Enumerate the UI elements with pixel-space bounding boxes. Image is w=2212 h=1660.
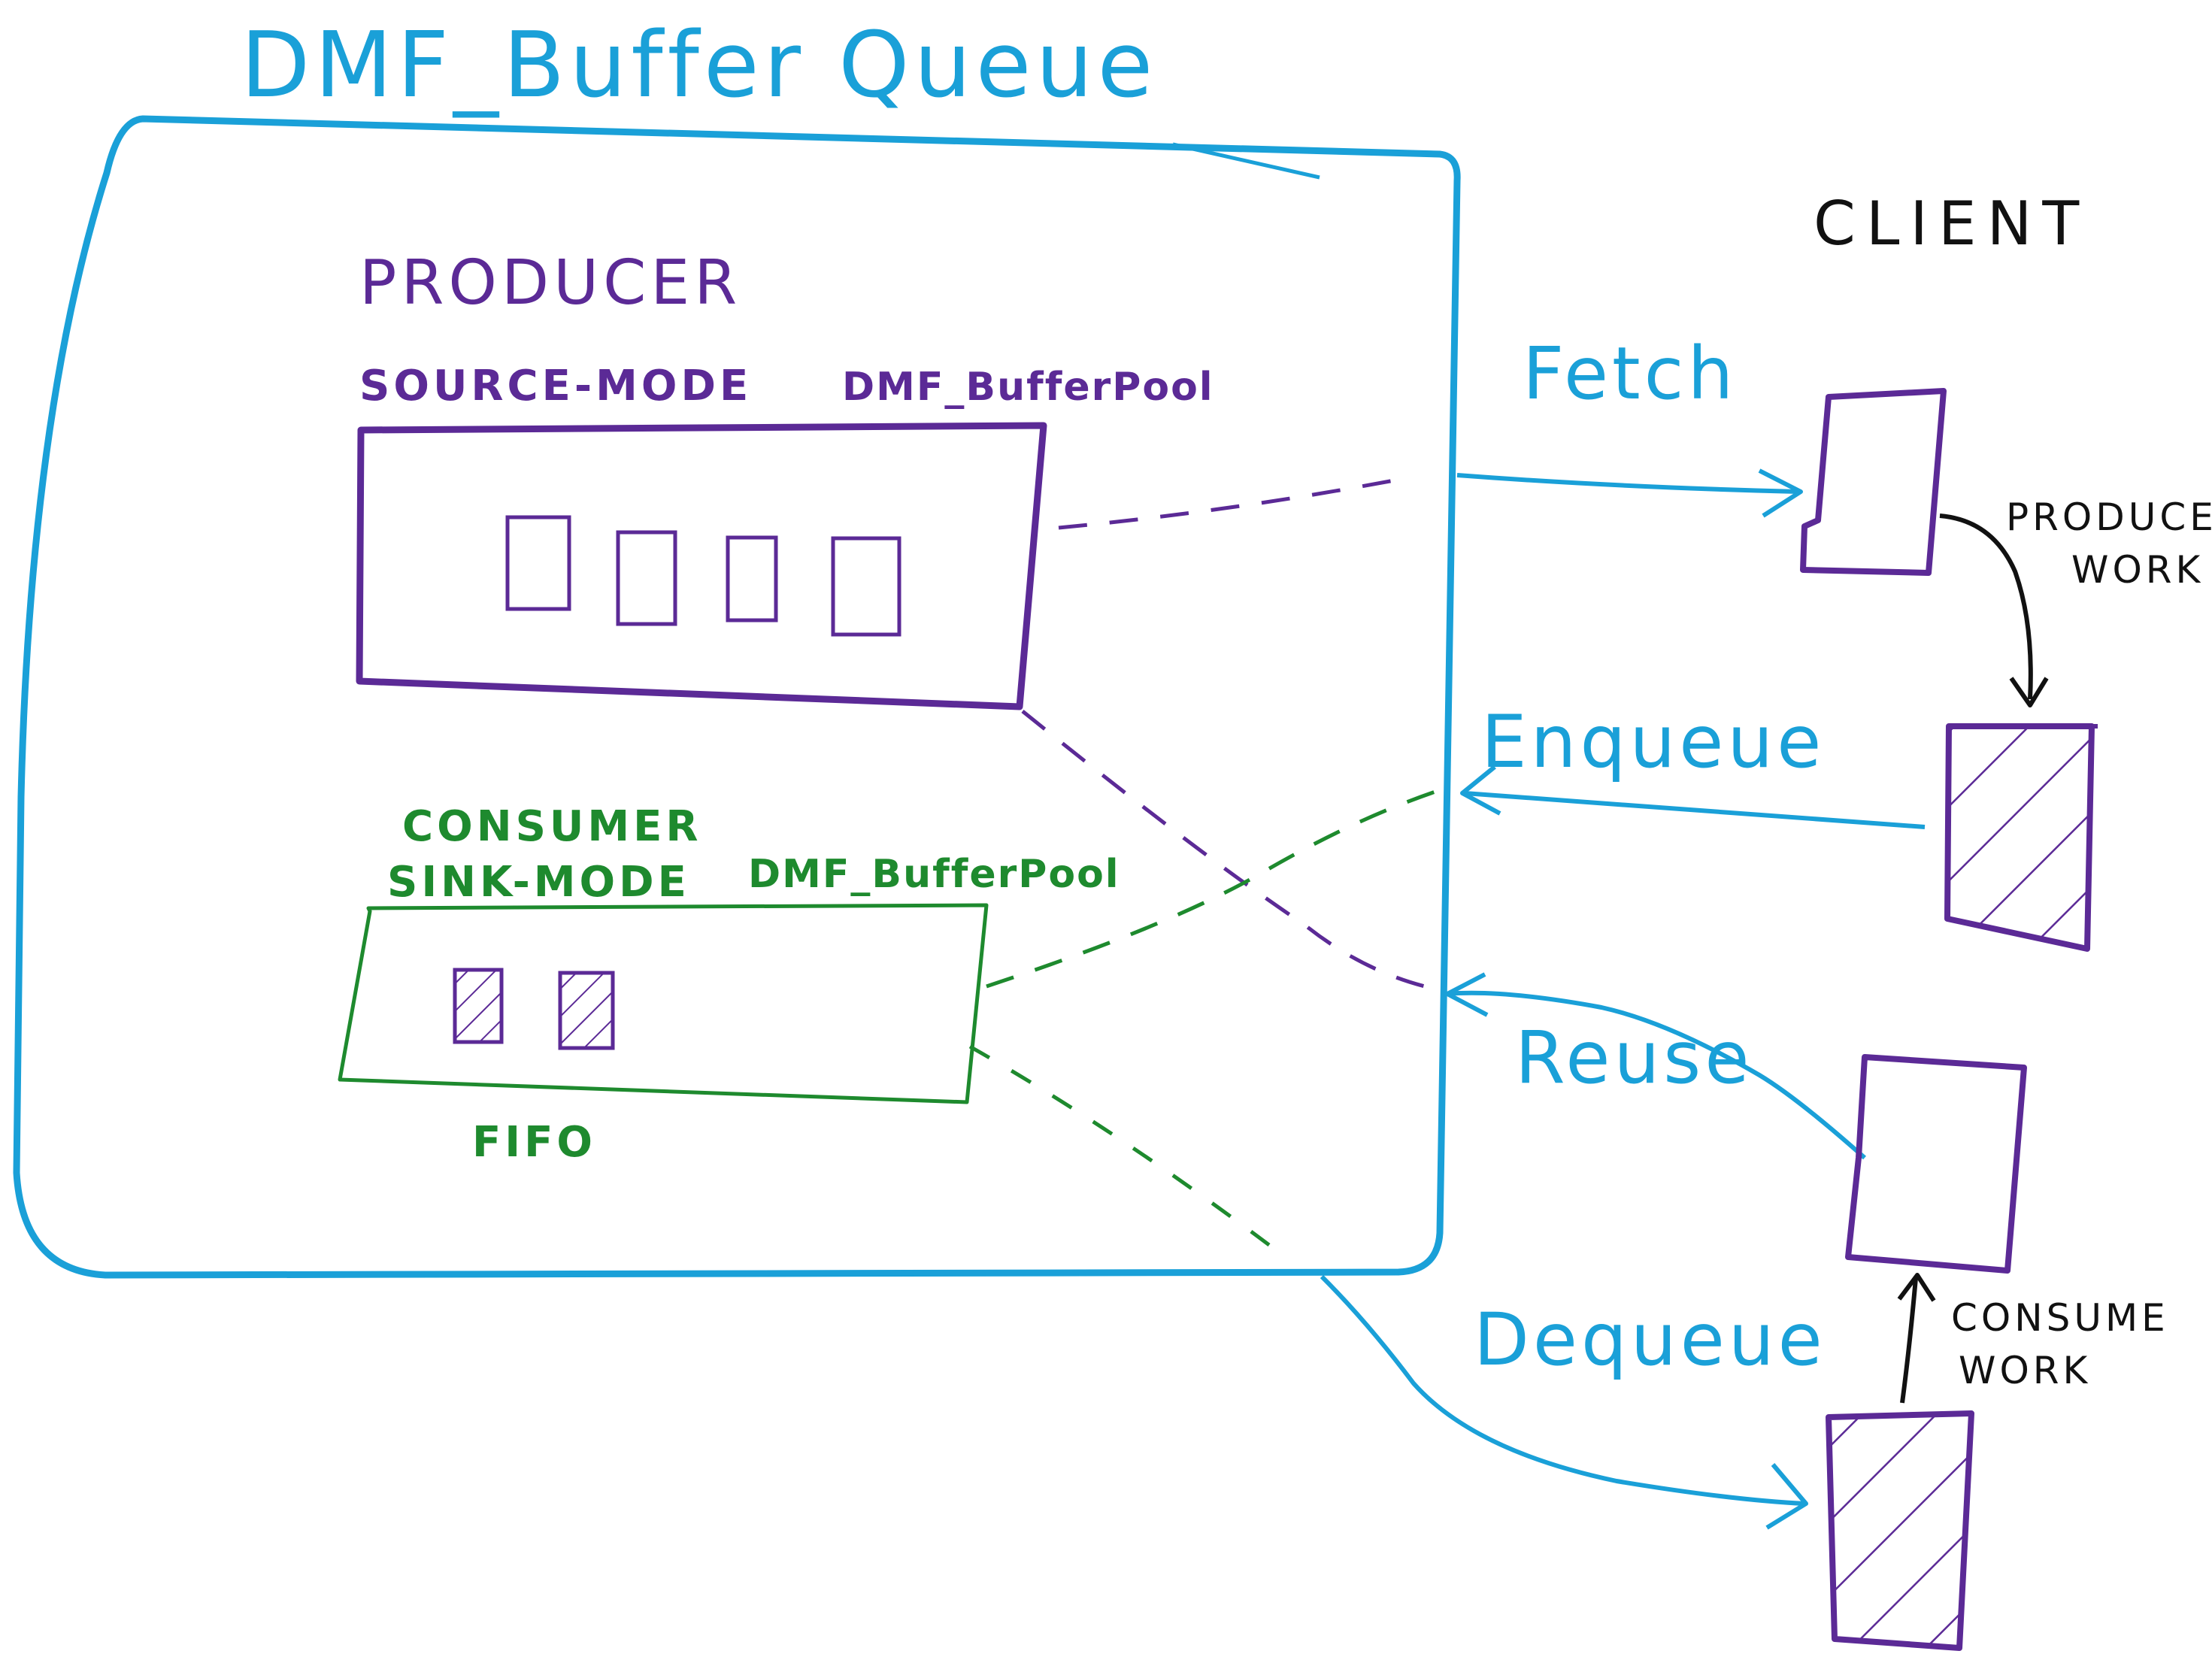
producer-pool-label: DMF_BufferPool bbox=[842, 365, 1214, 410]
produce-work-arrow bbox=[1939, 513, 2033, 700]
client-produced-buffer bbox=[1944, 723, 2095, 952]
producer-label: PRODUCER bbox=[359, 247, 741, 319]
enqueue-label: Enqueue bbox=[1481, 700, 1825, 784]
consumer-pool-label: DMF_BufferPool bbox=[748, 852, 1120, 897]
fetch-label: Fetch bbox=[1523, 332, 1737, 416]
reuse-arrow bbox=[1447, 990, 1866, 1160]
consume-work-arrowhead bbox=[1897, 1273, 1936, 1302]
consumer-label: CONSUMER bbox=[402, 802, 701, 851]
dequeue-arrowhead bbox=[1765, 1463, 1808, 1530]
enqueue-arrow bbox=[1464, 791, 1926, 829]
produce-work-label-line1: PRODUCE bbox=[2006, 495, 2212, 539]
consumer-mode-label: SINK-MODE bbox=[387, 858, 690, 907]
diagram-title: DMF_Buffer Queue bbox=[241, 14, 1157, 118]
consume-work-arrow bbox=[1900, 1277, 1918, 1404]
consumer-buffer-1 bbox=[453, 968, 504, 1044]
client-fetched-buffer bbox=[1800, 388, 1947, 576]
buffer-queue-container bbox=[13, 115, 1461, 1279]
enqueue-arrowhead bbox=[1460, 765, 1501, 816]
producer-mode-label: SOURCE-MODE bbox=[359, 362, 752, 410]
reuse-arrowhead bbox=[1445, 972, 1489, 1017]
client-label: CLIENT bbox=[1814, 189, 2089, 259]
dequeue-label: Dequeue bbox=[1474, 1298, 1826, 1382]
fetch-arrowhead bbox=[1758, 468, 1803, 518]
reuse-dashed-link bbox=[1021, 710, 1426, 989]
producer-buffer-2 bbox=[616, 530, 677, 626]
fetch-dashed-link bbox=[1058, 476, 1407, 530]
producer-buffer-1 bbox=[505, 515, 571, 611]
client-dequeued-buffer bbox=[1826, 1410, 1974, 1651]
produce-work-arrowhead bbox=[2009, 677, 2049, 707]
client-reuse-buffer bbox=[1845, 1054, 2027, 1274]
consumer-order-label: FIFO bbox=[472, 1118, 596, 1167]
producer-buffer-4 bbox=[831, 536, 901, 637]
produce-work-label-line2: WORK bbox=[2071, 548, 2204, 592]
consumer-buffer-pool-box bbox=[338, 903, 989, 1104]
producer-buffer-pool-box bbox=[356, 422, 1047, 710]
fetch-arrow bbox=[1456, 473, 1799, 494]
dequeue-arrow bbox=[1320, 1274, 1805, 1506]
reuse-label: Reuse bbox=[1515, 1016, 1753, 1100]
consume-work-label-line1: CONSUME bbox=[1951, 1296, 2169, 1340]
consumer-buffer-2 bbox=[558, 971, 615, 1050]
consume-work-label-line2: WORK bbox=[1959, 1349, 2091, 1392]
dequeue-dashed-link bbox=[968, 1044, 1271, 1247]
enqueue-dashed-link bbox=[986, 789, 1438, 989]
producer-buffer-3 bbox=[726, 535, 778, 622]
